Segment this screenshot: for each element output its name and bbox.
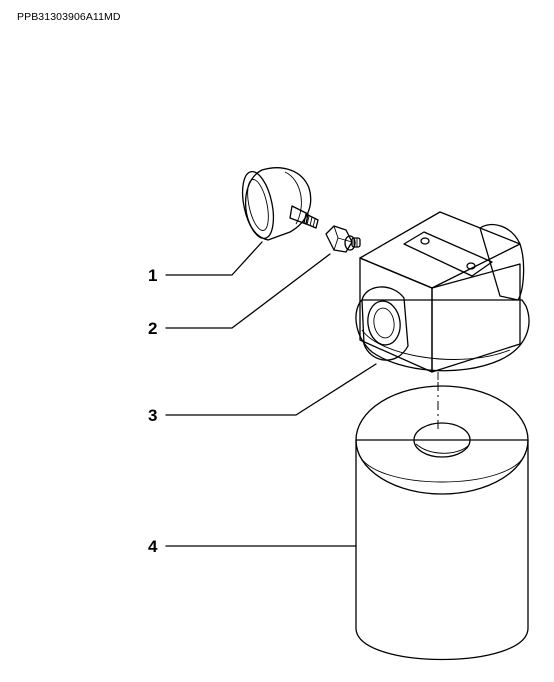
- hex-adapter-part: [325, 225, 361, 253]
- callout-1: 1: [148, 266, 157, 285]
- filter-head-part: [355, 211, 530, 380]
- pressure-gauge-part: [241, 167, 319, 241]
- callout-4: 4: [148, 537, 158, 556]
- filter-cartridge-part: [355, 385, 529, 661]
- callout-2: 2: [148, 319, 157, 338]
- document-code: PPB31303906A11MD: [17, 11, 121, 23]
- leader-lines: [165, 241, 377, 547]
- callout-3: 3: [148, 406, 157, 425]
